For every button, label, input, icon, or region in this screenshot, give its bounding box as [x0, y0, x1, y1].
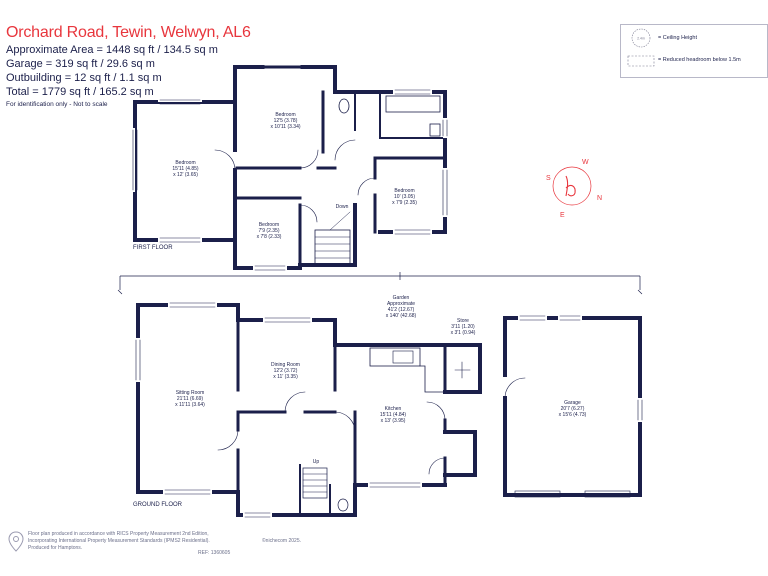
total-area: Total = 1779 sq ft / 165.2 sq m: [6, 86, 154, 98]
outbuilding-area: Outbuilding = 12 sq ft / 1.1 sq m: [6, 72, 162, 84]
first-floor-plan: [131, 64, 448, 271]
property-title: Orchard Road, Tewin, Welwyn, AL6: [6, 24, 251, 41]
footer-credits: Floor plan produced in accordance with R…: [28, 531, 210, 551]
svg-text:S: S: [546, 175, 551, 182]
garage-area: Garage = 319 sq ft / 29.6 sq m: [6, 58, 155, 70]
copyright: ©nichecom 2025.: [262, 538, 301, 544]
legend-ceiling-text: = Ceiling Height: [658, 35, 697, 41]
compass-icon: S W N E: [546, 159, 602, 219]
identification-note: For identification only - Not to scale: [6, 101, 108, 108]
stairs-up-label: Up: [312, 459, 320, 465]
stairs-down-label: Down: [335, 204, 349, 210]
reference-number: REF: 1360605: [198, 550, 231, 556]
ceiling-height-icon: [631, 28, 651, 48]
ground-floor-plan: [135, 302, 643, 518]
svg-text:E: E: [560, 212, 565, 219]
svg-text:W: W: [582, 159, 589, 166]
reduced-headroom-icon: [627, 55, 655, 67]
ground-floor-label: GROUND FLOOR: [133, 502, 183, 508]
first-floor-label: FIRST FLOOR: [133, 245, 173, 251]
svg-text:N: N: [597, 195, 602, 202]
svg-text:2.4m: 2.4m: [637, 37, 645, 41]
garden-boundary: [117, 272, 643, 295]
location-pin-icon: [8, 531, 24, 552]
legend-headroom-text: = Reduced headroom below 1.5m: [658, 57, 741, 63]
approx-area: Approximate Area = 1448 sq ft / 134.5 sq…: [6, 44, 218, 56]
